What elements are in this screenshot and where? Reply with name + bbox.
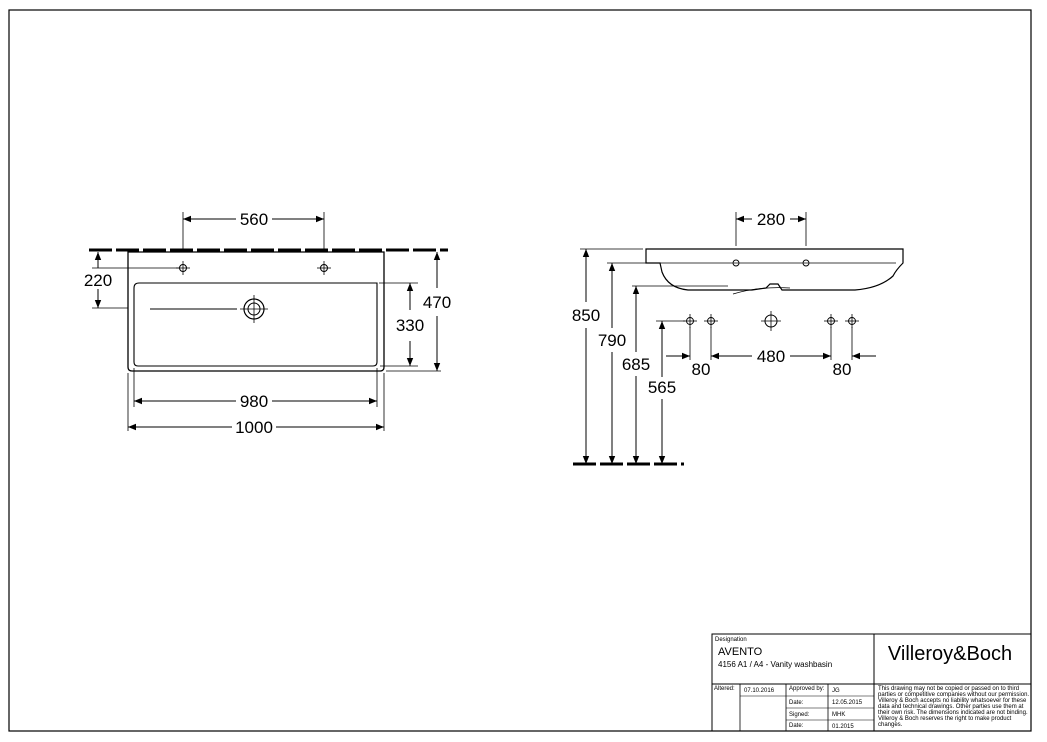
drawing-frame (8, 9, 1032, 732)
dim-1000-label: 1000 (235, 418, 273, 437)
disclaimer-line: This drawing may not be copied or passed… (878, 686, 1019, 692)
dim-470: 470 (386, 252, 451, 372)
top-view: 560 220 330 470 (84, 210, 451, 437)
disclaimer-text: This drawing may not be copied or passed… (878, 686, 1029, 728)
dim-685-label: 685 (622, 355, 650, 374)
tap-hole-right-icon (317, 261, 331, 275)
dim-80-right: 80 (833, 352, 876, 379)
signed-label: Signed: (789, 712, 810, 718)
dim-280: 280 (735, 210, 807, 246)
dim-480-label: 480 (757, 347, 785, 366)
approved-label: Approved by: (789, 686, 825, 692)
disclaimer-line: parties or competitive companies without… (878, 692, 1029, 698)
disclaimer-line: data and technical drawings. Other parti… (878, 704, 1024, 710)
supply-point-3-icon (824, 314, 838, 328)
dim-220: 220 (84, 252, 180, 309)
basin-side-profile (645, 248, 904, 291)
dim-790-label: 790 (598, 331, 626, 350)
altered-label: Altered: (714, 686, 735, 692)
dim-80-left-label: 80 (692, 360, 711, 379)
supply-point-2-icon (704, 314, 718, 328)
date-label-2: Date: (789, 723, 804, 729)
dim-280-label: 280 (757, 210, 785, 229)
brand-logo: Villeroy&Boch (888, 643, 1012, 665)
dim-980: 980 (133, 368, 378, 411)
dim-565: 565 (648, 320, 685, 464)
basin-outline (127, 251, 385, 372)
supply-point-4-icon (845, 314, 859, 328)
side-view: 280 850 790 685 565 (572, 210, 904, 466)
date-value-1: 12.05.2015 (832, 700, 863, 706)
product-name: AVENTO (718, 646, 763, 658)
side-tap-right-icon (802, 259, 810, 267)
dim-330-label: 330 (396, 316, 424, 335)
dim-1000: 1000 (127, 373, 385, 437)
bowl-outline (133, 282, 378, 367)
dim-790: 790 (598, 263, 626, 464)
supply-point-1-icon (683, 314, 697, 328)
dim-980-label: 980 (240, 392, 268, 411)
dim-480: 480 (711, 347, 831, 366)
waste-point-icon (761, 311, 781, 331)
signed-value: MHK (832, 712, 845, 718)
dim-470-label: 470 (423, 293, 451, 312)
dim-330: 330 (379, 282, 424, 367)
dim-565-label: 565 (648, 378, 676, 397)
dim-850: 850 (572, 249, 600, 464)
dim-560: 560 (182, 210, 325, 250)
product-description: 4156 A1 / A4 - Vanity washbasin (718, 660, 832, 669)
disclaimer-line: Villeroy & Boch reserves the right to ma… (878, 716, 1012, 722)
side-tap-left-icon (732, 259, 740, 267)
dim-80-right-label: 80 (833, 360, 852, 379)
dim-685: 685 (622, 286, 650, 464)
drain-icon (240, 295, 268, 323)
dim-850-label: 850 (572, 306, 600, 325)
disclaimer-line: Villeroy & Boch accepts no liability wha… (878, 698, 1027, 704)
designation-label: Designation (715, 637, 747, 643)
altered-date: 07.10.2016 (744, 688, 775, 694)
dim-220-label: 220 (84, 271, 112, 290)
dim-560-label: 560 (240, 210, 268, 229)
disclaimer-line: their own risk. The dimensions indicated… (878, 710, 1028, 716)
dim-80-left: 80 (666, 352, 711, 379)
basin-overflow-curve (732, 287, 791, 295)
disclaimer-line: changes. (878, 722, 903, 728)
date-value-2: 01.2015 (832, 724, 854, 730)
date-label-1: Date: (789, 700, 804, 706)
title-block: Designation AVENTO 4156 A1 / A4 - Vanity… (711, 633, 1032, 732)
approved-value: JG (832, 688, 840, 694)
